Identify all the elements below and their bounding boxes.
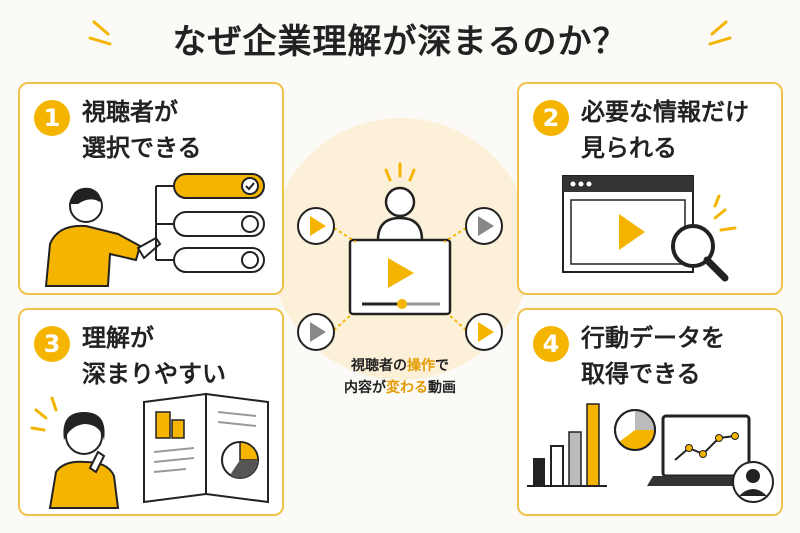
- card-behavior-data: 4 行動データを 取得できる: [517, 308, 783, 516]
- card-selectable: 1 視聴者が 選択できる: [18, 82, 284, 295]
- card-number: 3: [34, 326, 70, 362]
- play-icon-bottom-right: [465, 313, 503, 351]
- card-text: 必要な情報だけ 見られる: [581, 98, 749, 162]
- card-number: 2: [533, 100, 569, 136]
- card-text: 視聴者が 選択できる: [82, 98, 202, 162]
- page-title: なぜ企業理解が深まるのか？: [172, 22, 628, 62]
- card-understanding: 3 理解が 深まりやすい: [18, 308, 284, 516]
- card-number: 4: [533, 326, 569, 362]
- center-caption: 視聴者の操作で 内容が変わる動画: [344, 358, 456, 396]
- play-icon-bottom-left: [297, 313, 335, 351]
- card-number: 1: [34, 100, 70, 136]
- browser-video-magnifier-illustration: [562, 175, 737, 282]
- person-pointing-illustration: [44, 173, 265, 287]
- play-icon-top-right: [465, 207, 503, 245]
- play-icon-top-left: [297, 207, 335, 245]
- card-text: 行動データを 取得できる: [581, 324, 725, 388]
- right-spark-icon: [708, 20, 732, 46]
- interactive-video-illustration: [297, 162, 503, 351]
- analytics-illustration: [527, 403, 774, 503]
- woman-reading-illustration: [30, 392, 269, 509]
- card-text: 理解が 深まりやすい: [82, 324, 226, 388]
- left-spark-icon: [88, 20, 112, 46]
- card-necessary-info: 2 必要な情報だけ 見られる: [517, 82, 783, 295]
